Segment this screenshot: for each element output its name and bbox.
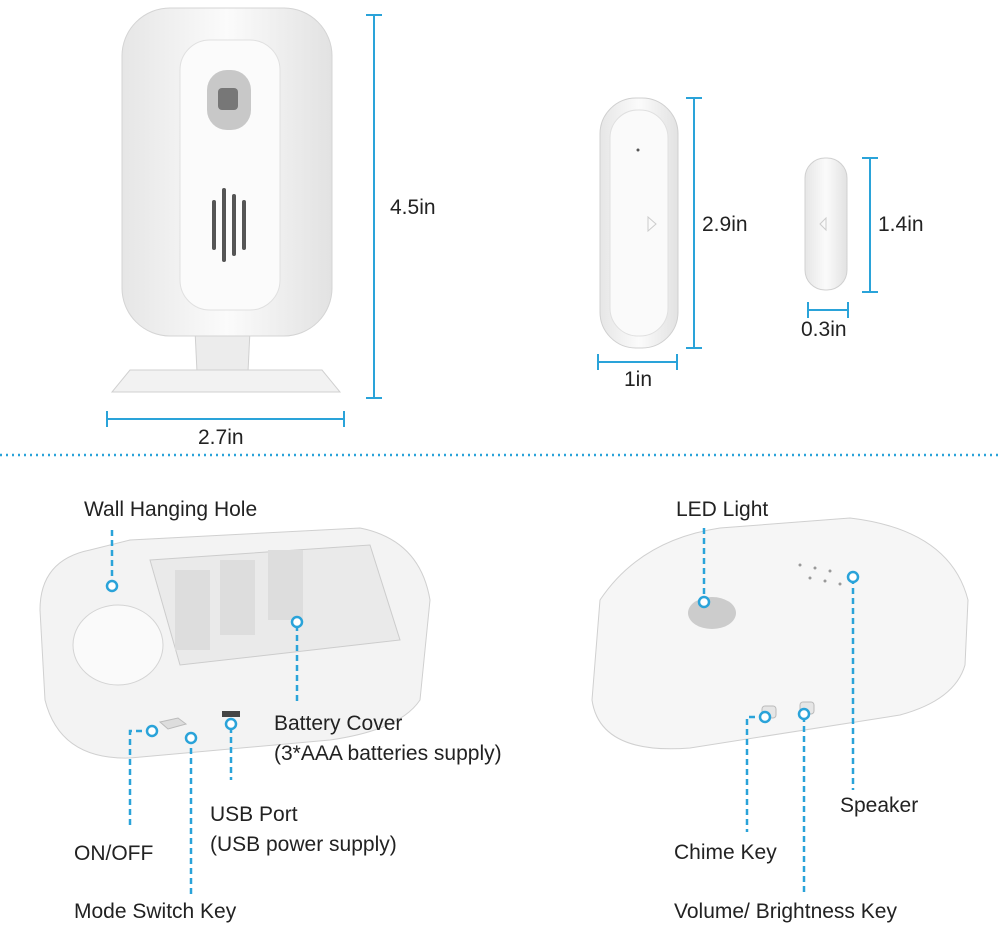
- dimension-lines: [106, 14, 878, 427]
- sensor-width-label: 1in: [624, 368, 653, 391]
- door-sensor-illustration: [599, 97, 679, 349]
- battery-note-label: (3*AAA batteries supply): [274, 742, 502, 765]
- magnet-height-label: 1.4in: [878, 213, 924, 236]
- receiver-back-illustration: [39, 527, 431, 759]
- main-height-label: 4.5in: [390, 196, 436, 219]
- wall-hanging-hole-label: Wall Hanging Hole: [84, 498, 258, 521]
- magnet-illustration: [804, 157, 848, 291]
- receiver-front-illustration: [591, 517, 969, 750]
- main-width-label: 2.7in: [198, 426, 244, 449]
- magnet-width-label: 0.3in: [801, 318, 847, 341]
- volume-brightness-key-label: Volume/ Brightness Key: [674, 900, 897, 923]
- motion-sensor-illustration: [110, 7, 342, 393]
- mode-switch-label: Mode Switch Key: [74, 900, 237, 923]
- on-off-label: ON/OFF: [74, 842, 154, 865]
- chime-key-label: Chime Key: [674, 841, 777, 864]
- speaker-label: Speaker: [840, 794, 919, 817]
- battery-cover-label: Battery Cover: [274, 712, 403, 735]
- usb-note-label: (USB power supply): [210, 833, 397, 856]
- sensor-height-label: 2.9in: [702, 213, 748, 236]
- usb-port-label: USB Port: [210, 803, 298, 826]
- callout-dots: [105, 570, 860, 745]
- led-light-label: LED Light: [676, 498, 769, 521]
